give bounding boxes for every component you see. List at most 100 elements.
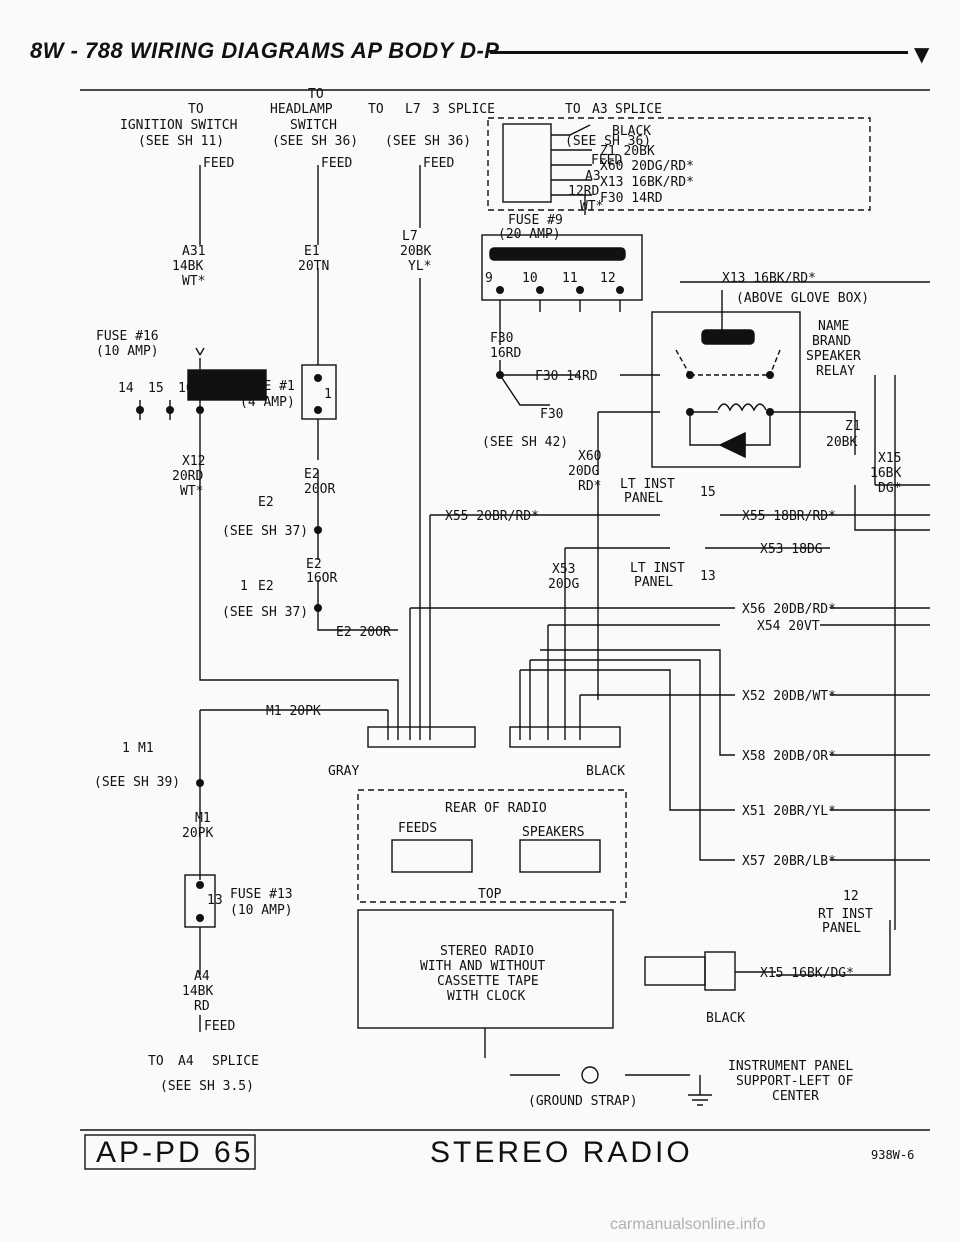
splice-dot	[766, 408, 774, 416]
label-e1: 20TN	[298, 259, 329, 274]
splice-dot	[496, 286, 504, 294]
label-x55-right: X55 18BR/RD*	[742, 509, 836, 524]
label-l7: YL*	[408, 259, 431, 274]
label-m1-connector: M1	[138, 741, 154, 756]
label-a3-wire: 12RD	[568, 184, 599, 199]
footer-title: STEREO RADIO	[430, 1136, 693, 1169]
label-fuse16-amp: (10 AMP)	[96, 344, 159, 359]
label-fuse13: FUSE #13	[230, 887, 293, 902]
label-m1: M1	[195, 811, 211, 826]
label-x53: 20DG	[548, 577, 579, 592]
splice-dot	[496, 371, 504, 379]
label-z1: Z1	[845, 419, 861, 434]
label-see-sheet: (SEE SH 42)	[482, 435, 568, 450]
label-x13-right: X13 16BK/RD*	[722, 271, 816, 286]
label-x12: WT*	[180, 484, 203, 499]
splice-dot	[686, 371, 694, 379]
label-x58: X58 20DB/OR*	[742, 749, 836, 764]
label-see-sheet: (SEE SH 3.5)	[160, 1079, 254, 1094]
label-connector-l7: L7	[405, 102, 421, 117]
label-x13-16bk: X13 16BK/RD*	[600, 175, 694, 190]
watermark: carmanualsonline.info	[610, 1216, 766, 1233]
label-x60: RD*	[578, 479, 601, 494]
splice-dot	[196, 914, 204, 922]
label-ignition-switch: IGNITION SWITCH	[120, 118, 237, 133]
splice-dot	[686, 408, 694, 416]
label-see-sheet: (SEE SH 37)	[222, 605, 308, 620]
splice-dot	[616, 286, 624, 294]
splice-dot	[314, 406, 322, 414]
label-f30-splice: F30	[540, 407, 563, 422]
label-fuse9-amp: (20 AMP)	[498, 227, 561, 242]
label-a3-wire: WT*	[580, 199, 603, 214]
label-pin: 16	[178, 381, 194, 396]
label-feed: FEED	[204, 1019, 235, 1034]
label-feed: FEED	[203, 156, 234, 171]
label-e1: E1	[304, 244, 320, 259]
label-stereo-radio: STEREO RADIO	[440, 944, 534, 959]
label-see-sheet: (SEE SH 37)	[222, 524, 308, 539]
label-splice: SPLICE	[212, 1054, 259, 1069]
label-x15: 16BK	[870, 466, 901, 481]
label-rt-inst-panel: PANEL	[822, 921, 861, 936]
label-e2-connector: E2	[258, 495, 274, 510]
label-e2: 20OR	[304, 482, 335, 497]
label-black: BLACK	[612, 124, 651, 139]
label-z1-20bk: Z1 20BK	[600, 144, 655, 159]
label-l7: L7	[402, 229, 418, 244]
label-gray: GRAY	[328, 764, 359, 779]
label-a4: RD	[194, 999, 210, 1014]
label-l7: 20BK	[400, 244, 431, 259]
splice-dot	[196, 881, 204, 889]
label-fuse1: FUSE #1	[240, 379, 295, 394]
header-rule	[490, 51, 908, 54]
label-e2: 16OR	[306, 571, 337, 586]
splice-dot	[166, 406, 174, 414]
label-x56: X56 20DB/RD*	[742, 602, 836, 617]
label-x53-right: X53 18DG	[760, 542, 823, 557]
label-ground-strap: (GROUND STRAP)	[528, 1094, 638, 1109]
label-f30-14rd: F30 14RD	[600, 191, 663, 206]
label-pin: 13	[700, 569, 716, 584]
label-headlamp: HEADLAMP	[270, 102, 333, 117]
label-switch: SWITCH	[290, 118, 337, 133]
label-pin: 14	[118, 381, 134, 396]
splice-dot	[576, 286, 584, 294]
label-f30-14rd: F30 14RD	[535, 369, 598, 384]
label-m1-20pk: M1 20PK	[266, 704, 321, 719]
label-speakers: SPEAKERS	[522, 825, 585, 840]
label-to: TO	[565, 102, 581, 117]
label-a31: A31	[182, 244, 205, 259]
label-x15-right: X15 16BK/DG*	[760, 966, 854, 981]
label-x12: X12	[182, 454, 205, 469]
label-lt-inst-panel: PANEL	[624, 491, 663, 506]
down-triangle-icon: ▼	[914, 42, 930, 66]
label-splice: SPLICE	[448, 102, 495, 117]
label-pin: 13	[207, 893, 223, 908]
label-x15: DG*	[878, 481, 901, 496]
label-relay: RELAY	[816, 364, 855, 379]
label-see-sheet: (SEE SH 36)	[565, 134, 651, 149]
label-pin: 10	[522, 271, 538, 286]
label-see-sheet: (SEE SH 39)	[94, 775, 180, 790]
label-e2: E2	[304, 467, 320, 482]
label-relay: BRAND	[812, 334, 851, 349]
label-feed: FEED	[321, 156, 352, 171]
splice-dot	[314, 526, 322, 534]
label-x60: 20DG	[568, 464, 599, 479]
label-x52: X52 20DB/WT*	[742, 689, 836, 704]
label-x60-20dg: X60 20DG/RD*	[600, 159, 694, 174]
label-e2-20or: E2 20OR	[336, 625, 391, 640]
label-see-sheet: (SEE SH 36)	[385, 134, 471, 149]
splice-dot	[536, 286, 544, 294]
splice-dot	[314, 604, 322, 612]
label-above-glove-box: (ABOVE GLOVE BOX)	[736, 291, 869, 306]
label-instrument-panel: INSTRUMENT PANEL	[728, 1059, 853, 1074]
label-connector-a3: A3	[592, 102, 608, 117]
label-pin: 11	[562, 271, 578, 286]
label-x53: X53	[552, 562, 575, 577]
label-pin: 9	[485, 271, 493, 286]
label-to: TO	[308, 87, 324, 102]
